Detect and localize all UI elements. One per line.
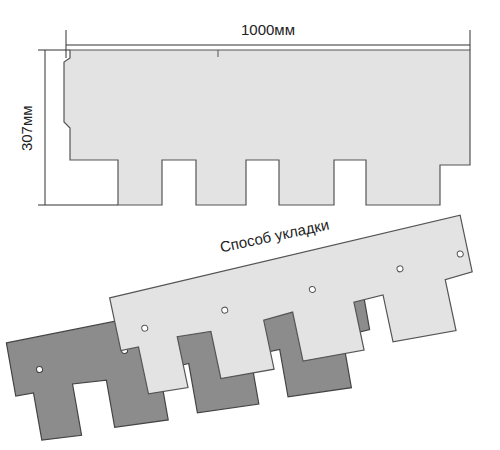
nail-hole <box>457 250 464 257</box>
dimension-lines <box>38 30 470 205</box>
dimension-line <box>45 50 46 205</box>
nail-hole <box>396 265 403 272</box>
shingle <box>108 215 483 399</box>
nail-hole <box>141 325 148 332</box>
upper-shingle <box>108 215 483 399</box>
nail-hole <box>309 286 316 293</box>
nail-hole <box>221 307 228 314</box>
dimension-label: 1000мм <box>239 22 297 39</box>
dimension-label: 307мм <box>19 103 36 153</box>
center-mark <box>218 50 219 57</box>
extension-line <box>38 50 70 51</box>
extension-line <box>38 205 118 206</box>
extension-line <box>66 30 67 58</box>
dimension-line <box>66 45 470 46</box>
nail-hole <box>36 366 43 373</box>
extension-line <box>470 30 471 50</box>
shingle <box>64 50 470 205</box>
